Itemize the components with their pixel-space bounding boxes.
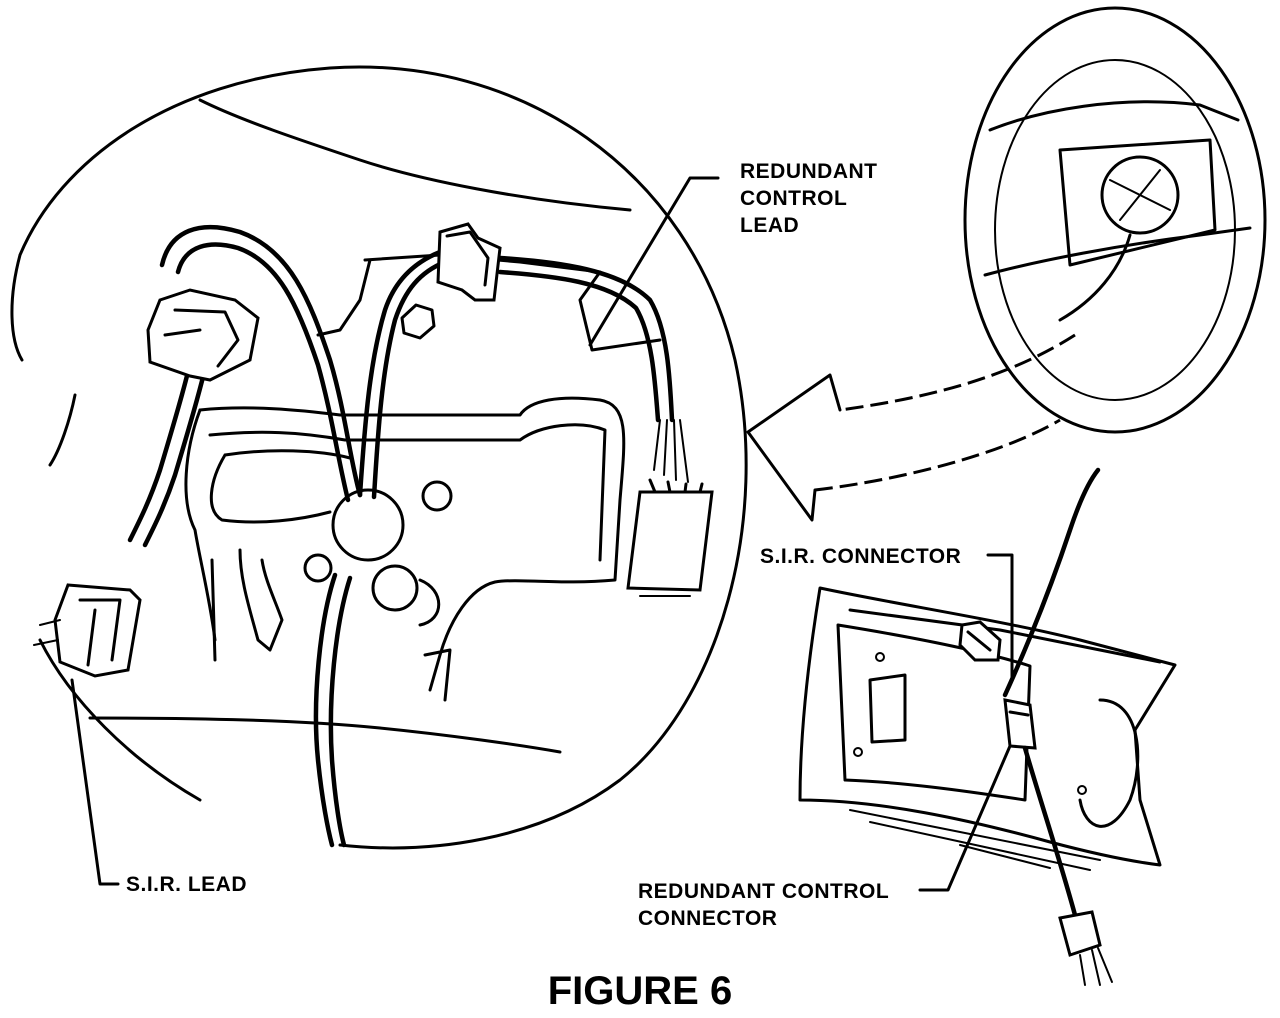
back-plate-slot: [209, 449, 352, 524]
redundant-control-wire: [497, 255, 689, 483]
label-redundant-control-lead-line3: LEAD: [740, 214, 800, 237]
module-outline: [798, 586, 1177, 867]
top-clip-connector: [436, 222, 502, 302]
sir-lead-connector: [33, 583, 142, 678]
steering-wheel-pad: [1058, 138, 1217, 267]
steering-wheel-spoke-lower: [983, 226, 1252, 277]
dangling-plug: [1058, 910, 1113, 986]
lower-plate-line: [88, 716, 562, 754]
leader-redundant-control-lead: [588, 176, 720, 347]
left-edge-detail: [48, 393, 77, 467]
steering-wheel-hub: [1100, 155, 1180, 235]
magnified-view: [10, 65, 748, 850]
module-wire-up: [1002, 467, 1101, 698]
left-top-connector: [146, 288, 260, 382]
callout-arrow: [746, 333, 1076, 522]
leader-sir-lead: [70, 678, 120, 886]
hub-small-hole: [421, 480, 453, 512]
label-redundant-control-lead-line2: CONTROL: [740, 187, 848, 210]
hub-lower-ring: [371, 564, 419, 612]
steering-wheel-rim-inner: [994, 59, 1236, 401]
back-plate: [198, 396, 626, 692]
magnified-view-lower-arc: [38, 638, 202, 802]
label-redundant-control-lead: REDUNDANT CONTROL LEAD: [740, 158, 878, 239]
hex-nut: [400, 303, 436, 340]
left-bracket: [238, 548, 284, 652]
redundant-control-connector-part: [1003, 698, 1037, 750]
leader-sir-connector: [986, 553, 1014, 682]
steering-wheel-spoke: [988, 100, 1240, 132]
module-top-lip: [848, 608, 1162, 664]
inflator-module-view: [798, 467, 1177, 986]
back-plate-inner: [208, 423, 607, 562]
leader-lines: [70, 176, 1014, 892]
column-housing-upper: [198, 98, 632, 212]
label-sir-connector: S.I.R. CONNECTOR: [760, 543, 961, 570]
label-sir-connector-text: S.I.R. CONNECTOR: [760, 545, 962, 568]
steering-wheel-rim: [963, 6, 1267, 434]
column-housing-left-edge: [316, 258, 372, 337]
back-plate-lower: [184, 408, 217, 642]
module-wire-down: [1022, 745, 1078, 918]
hub-lower-shape: [418, 578, 441, 627]
lower-wedge: [423, 648, 452, 702]
module-slot: [868, 673, 907, 744]
hub-small-hole-2: [303, 553, 333, 583]
module-bottom-shading: [849, 809, 1101, 871]
redundant-control-connector-box: [626, 478, 714, 597]
module-front-face: [836, 623, 1032, 802]
label-sir-lead-text: S.I.R. LEAD: [126, 873, 248, 896]
label-redundant-control-lead-line1: REDUNDANT: [740, 160, 878, 183]
magnified-view-outline: [10, 65, 748, 850]
leader-redundant-control-connector: [918, 744, 1012, 892]
label-sir-lead: S.I.R. LEAD: [126, 871, 247, 898]
sir-connector-part: [958, 620, 1002, 662]
label-redundant-control-connector-line1: REDUNDANT CONTROL: [638, 880, 890, 903]
label-redundant-control-connector-line2: CONNECTOR: [638, 907, 778, 930]
center-hub: [331, 488, 405, 562]
steering-wheel-view: [963, 6, 1267, 434]
left-bracket-2: [210, 558, 217, 662]
steering-wheel-wire: [1058, 233, 1132, 322]
figure-title: FIGURE 6: [547, 969, 733, 1013]
module-right-cap: [1078, 698, 1140, 828]
label-redundant-control-connector: REDUNDANT CONTROL CONNECTOR: [638, 878, 889, 932]
